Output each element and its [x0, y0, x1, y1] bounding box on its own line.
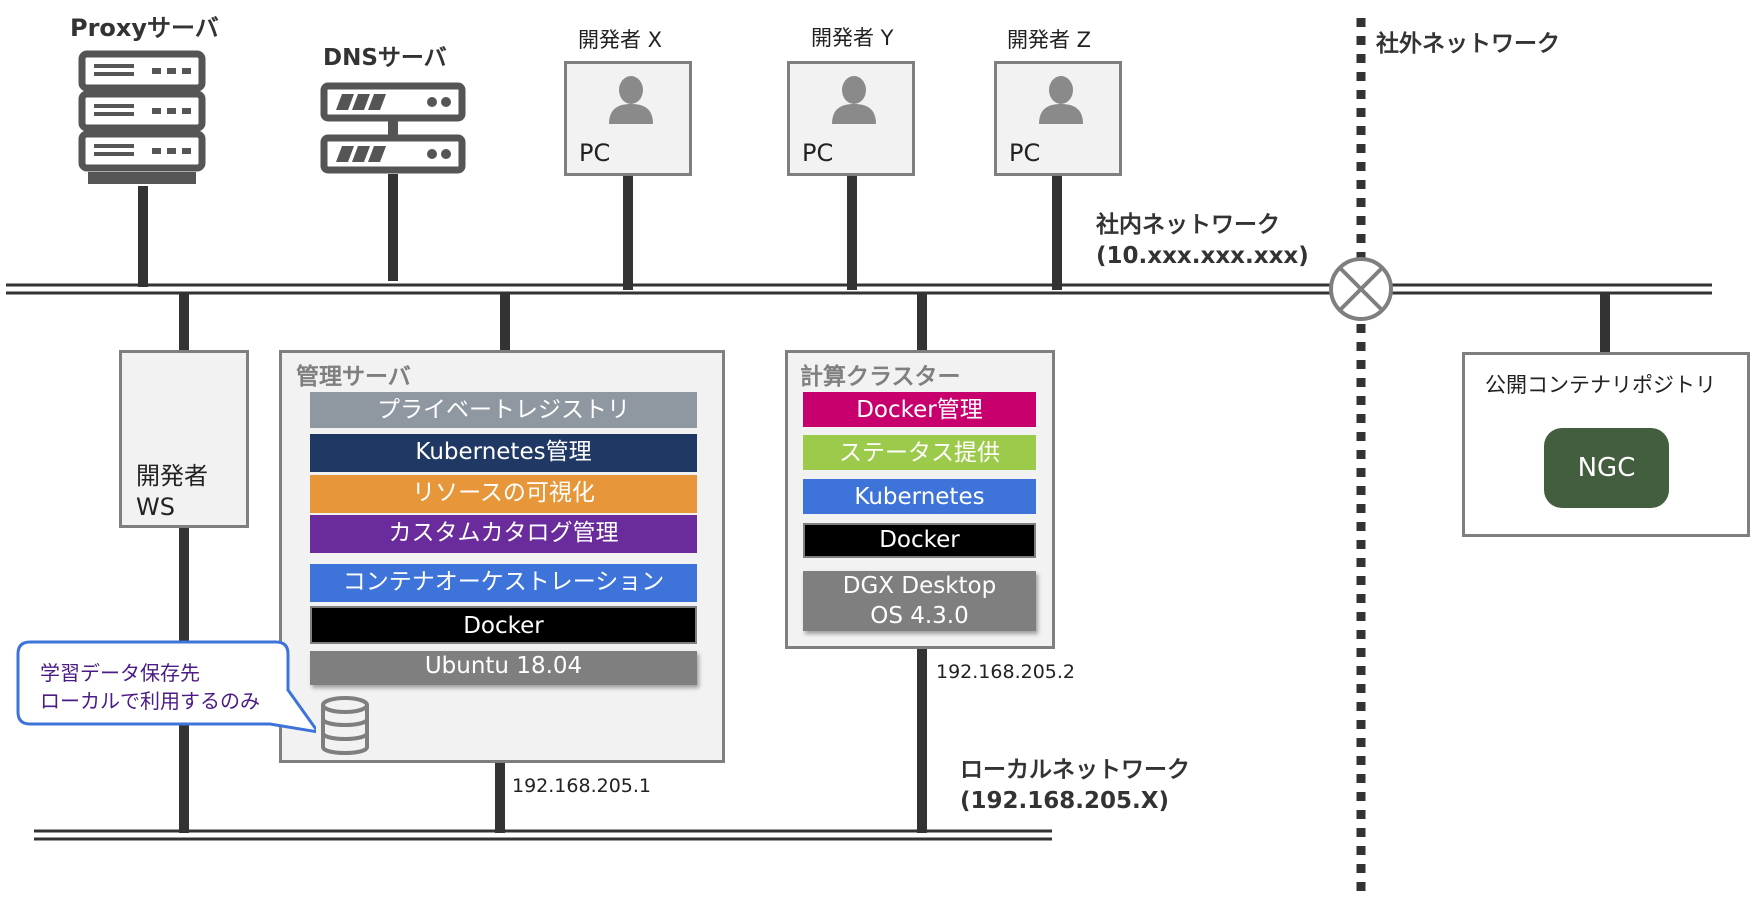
management-server-title: 管理サーバ	[296, 364, 411, 390]
callout-line1: 学習データ保存先	[40, 661, 200, 685]
layer-docker: Docker	[803, 523, 1036, 558]
management-server-ip: 192.168.205.1	[512, 775, 652, 797]
compute-cluster-title: 計算クラスター	[800, 364, 961, 390]
layer-docker: Docker	[310, 606, 697, 644]
callout-line2: ローカルで利用するのみ	[40, 689, 260, 713]
ngc-badge: NGC	[1544, 428, 1669, 508]
internal-network-address: (10.xxx.xxx.xxx)	[1096, 243, 1309, 269]
user-icon	[609, 76, 653, 124]
layer-ubuntu: Ubuntu 18.04	[310, 651, 697, 685]
database-icon	[321, 696, 369, 755]
developer-y-pc: PC	[787, 61, 915, 176]
external-network-label: 社外ネットワーク	[1376, 31, 1560, 57]
internal-network-label: 社内ネットワーク (10.xxx.xxx.xxx)	[1096, 210, 1309, 272]
layer-custom-catalog-management: カスタムカタログ管理	[310, 515, 697, 553]
layer-kubernetes-management: Kubernetes管理	[310, 434, 697, 472]
developer-x-label: 開発者 X	[578, 28, 663, 52]
developer-x-pc: PC	[564, 61, 692, 176]
layer-docker-management: Docker管理	[803, 392, 1036, 427]
gateway-icon	[1329, 257, 1393, 321]
management-server: 管理サーバ プライベートレジストリ Kubernetes管理 リソースの可視化 …	[279, 350, 725, 763]
layer-status-provider: ステータス提供	[803, 435, 1036, 470]
callout-bubble	[16, 640, 316, 734]
compute-cluster-ip: 192.168.205.2	[936, 661, 1076, 683]
dns-server-icon	[320, 82, 466, 174]
developer-ws-label-line1: 開発者	[136, 462, 208, 490]
callout-text: 学習データ保存先 ローカルで利用するのみ	[40, 659, 260, 715]
developer-y-label: 開発者 Y	[811, 26, 894, 50]
developer-z-pc: PC	[994, 61, 1122, 176]
developer-ws-label: 開発者 WS	[136, 461, 208, 523]
pc-label: PC	[802, 139, 834, 167]
local-network-name: ローカルネットワーク	[960, 757, 1190, 783]
pc-label: PC	[579, 139, 611, 167]
local-network-address: (192.168.205.X)	[960, 788, 1169, 814]
layer-dgx-desktop-os: DGX Desktop OS 4.3.0	[803, 571, 1036, 631]
proxy-server-label: Proxyサーバ	[70, 14, 219, 42]
user-icon	[1039, 76, 1083, 124]
layer-private-registry: プライベートレジストリ	[310, 392, 697, 428]
compute-cluster: 計算クラスター Docker管理 ステータス提供 Kubernetes Dock…	[785, 350, 1055, 649]
developer-workstation: 開発者 WS	[119, 350, 249, 528]
user-icon	[832, 76, 876, 124]
developer-z-label: 開発者 Z	[1007, 28, 1092, 52]
developer-ws-label-line2: WS	[136, 493, 175, 521]
local-network-label: ローカルネットワーク (192.168.205.X)	[960, 755, 1190, 817]
internal-network-name: 社内ネットワーク	[1096, 212, 1280, 238]
layer-resource-visualization: リソースの可視化	[310, 475, 697, 513]
public-container-repository: 公開コンテナリポジトリ NGC	[1462, 352, 1750, 537]
dns-server-label: DNSサーバ	[323, 45, 447, 71]
public-repo-title: 公開コンテナリポジトリ	[1485, 373, 1716, 397]
layer-kubernetes: Kubernetes	[803, 479, 1036, 514]
proxy-server-icon	[78, 50, 206, 184]
pc-label: PC	[1009, 139, 1041, 167]
layer-container-orchestration: コンテナオーケストレーション	[310, 564, 697, 602]
